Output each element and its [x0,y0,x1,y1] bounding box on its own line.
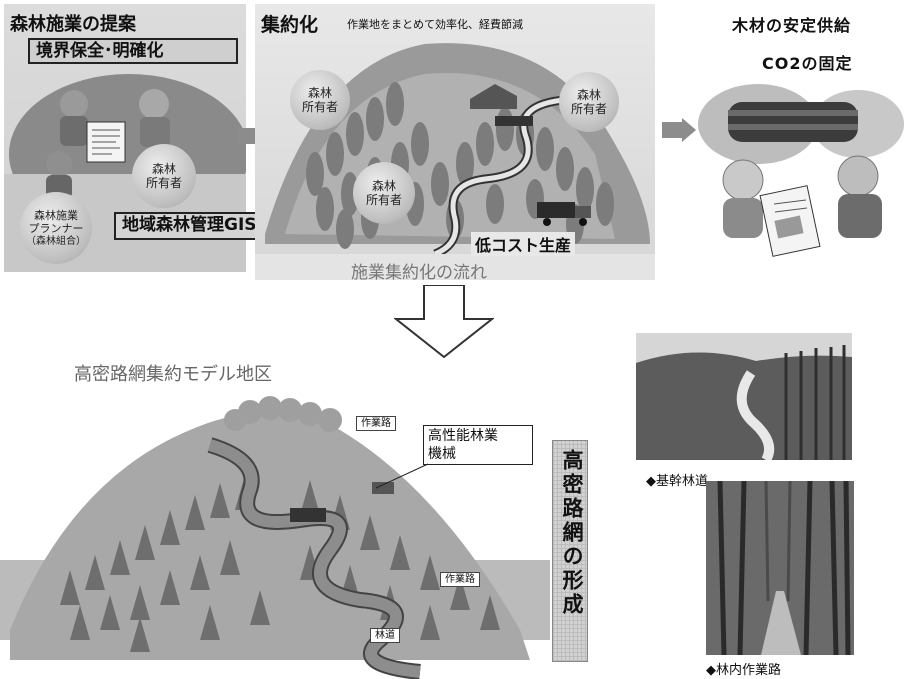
owner-b-line2: 所有者 [570,102,607,116]
forest-owner-circle-c: 森林 所有者 [353,162,415,224]
trunk-forest-road-photo [636,333,852,460]
trunk-forest-road-caption: ◆基幹林道 [646,474,708,489]
owner-c-line1: 森林 [371,179,396,193]
forest-planner-circle: 森林施業 プランナー （森林組合） [20,192,92,264]
person-icon [139,89,169,119]
owner-b-line1: 森林 [576,88,601,102]
model-district-illustration [0,396,550,679]
machinery-callout: 高性能林業 機械 [423,425,533,465]
proposal-panel: 森林施業の提案 境界保全･明確化 森林 所有者 森林施業 プランナー （森林組合… [4,4,246,272]
forest-mountain-illustration [255,43,655,280]
person-icon [60,90,88,118]
co2-fixation-title: CO2の固定 [762,54,853,73]
arrow-down-icon [394,285,494,359]
person-icon [837,155,879,197]
person-icon [722,159,764,201]
machinery-label-line2: 機械 [428,446,456,462]
forest-owner-circle-a: 森林 所有者 [290,70,350,130]
owner-c-line2: 所有者 [365,193,402,207]
planner-label-line3: （森林組合） [26,235,86,247]
proposal-title: 森林施業の提案 [10,14,136,35]
owner-a-line1: 森林 [307,86,332,100]
owner-label-line2: 所有者 [145,176,182,190]
timber-supply-illustration [698,84,904,257]
sign-work-road-right: 作業路 [440,572,480,587]
network-banner: 高密路網の形成 [552,440,588,662]
model-district-title: 高密路網集約モデル地区 [74,364,272,385]
planner-label-line2: プランナー [28,221,84,235]
stable-supply-title: 木材の安定供給 [732,16,852,35]
callout-pointer [375,463,429,489]
arrow-right-icon [662,118,696,142]
forest-owner-circle-b: 森林 所有者 [559,72,619,132]
consolidation-subtitle: 作業地をまとめて効率化、経費節減 [347,18,523,31]
owner-a-line2: 所有者 [301,100,338,114]
machinery-label-line1: 高性能林業 [428,428,498,444]
boundary-label: 境界保全･明確化 [28,38,238,64]
person-icon [46,151,72,177]
owner-label-line1: 森林 [151,162,176,176]
planner-label-line1: 森林施業 [34,208,78,222]
network-banner-text: 高密路網の形成 [560,449,584,617]
forest-owner-circle: 森林 所有者 [132,144,196,208]
in-forest-work-road-caption: ◆林内作業路 [706,663,781,678]
sign-forest-road: 林道 [370,628,400,643]
in-forest-work-road-photo [706,481,854,655]
consolidation-panel: 集約化 作業地をまとめて効率化、経費節減 森林 所有者 森林 所有者 森林 所有… [255,4,655,280]
consolidation-title: 集約化 [261,14,319,36]
sign-work-road-top: 作業路 [356,416,396,431]
flow-caption: 施業集約化の流れ [351,263,487,280]
low-cost-label: 低コスト生産 [471,232,576,256]
